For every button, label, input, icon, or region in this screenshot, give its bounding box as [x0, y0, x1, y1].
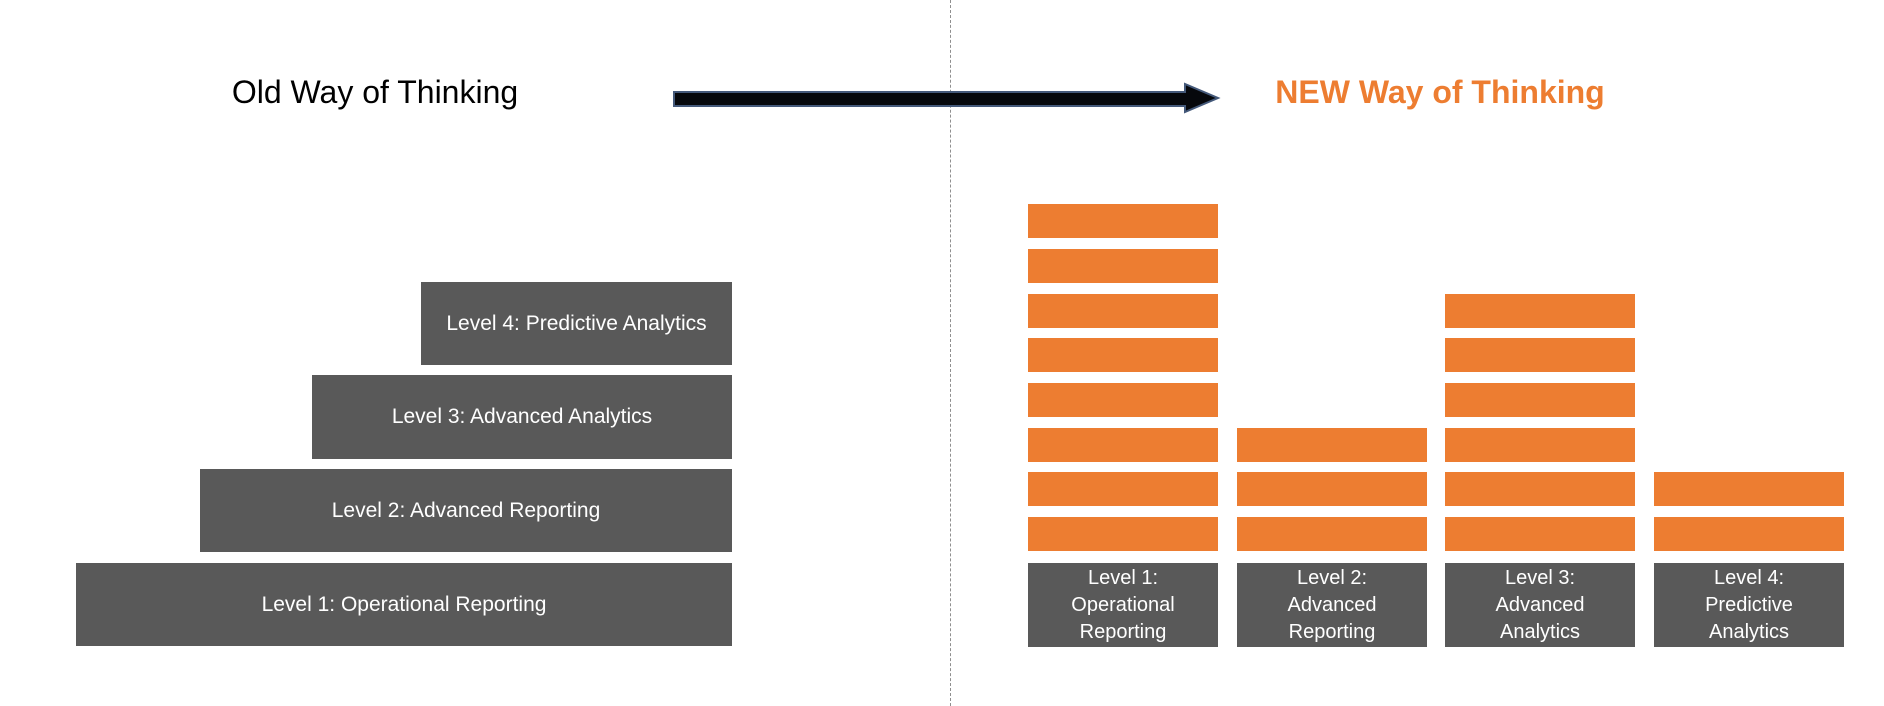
pyramid-bar-label: Level 1: Operational Reporting — [261, 592, 547, 616]
column-label-level-3: Level 3: Advanced Analytics — [1445, 563, 1635, 647]
orange-bar — [1028, 204, 1218, 238]
orange-bar — [1028, 338, 1218, 372]
orange-bar — [1445, 517, 1635, 551]
pyramid-bar-label: Level 3: Advanced Analytics — [391, 405, 653, 428]
column-label-level-1: Level 1: Operational Reporting — [1028, 563, 1218, 647]
orange-bar — [1028, 294, 1218, 328]
orange-bar — [1237, 472, 1427, 506]
label-line: Level 1: — [1087, 566, 1159, 589]
label-line: Reporting — [1288, 620, 1376, 643]
bar-stack-level-4 — [1654, 204, 1844, 551]
orange-bar — [1028, 472, 1218, 506]
bar-stack-level-1 — [1028, 204, 1218, 551]
pyramid-bar-label: Level 2: Advanced Reporting — [331, 498, 601, 522]
pyramid-bar-level-4: Level 4: Predictive Analytics — [421, 282, 732, 365]
label-line: Analytics — [1499, 620, 1581, 643]
label-line: Operational — [1071, 593, 1175, 616]
old-way-title: Old Way of Thinking — [231, 74, 519, 110]
label-line: Reporting — [1079, 620, 1167, 643]
pyramid-bar-level-3: Level 3: Advanced Analytics — [312, 375, 732, 459]
bar-stack-level-2 — [1237, 204, 1427, 551]
orange-bar — [1654, 472, 1844, 506]
new-way-title: NEW Way of Thinking — [1275, 74, 1605, 110]
orange-bar — [1028, 517, 1218, 551]
pyramid-bar-level-1: Level 1: Operational Reporting — [76, 563, 732, 646]
label-line: Analytics — [1708, 620, 1790, 643]
orange-bar — [1028, 383, 1218, 417]
orange-bar — [1445, 383, 1635, 417]
label-line: Level 4: — [1713, 566, 1785, 589]
label-line: Level 3: — [1504, 566, 1576, 589]
pyramid-bar-level-2: Level 2: Advanced Reporting — [200, 469, 732, 552]
orange-bar — [1445, 428, 1635, 462]
orange-bar — [1445, 472, 1635, 506]
orange-bar — [1445, 338, 1635, 372]
orange-bar — [1654, 517, 1844, 551]
orange-bar — [1028, 249, 1218, 283]
pyramid-bar-label: Level 4: Predictive Analytics — [446, 311, 707, 335]
center-divider-line — [950, 0, 951, 706]
label-line: Advanced — [1495, 593, 1585, 616]
transition-arrow-icon — [673, 82, 1221, 114]
orange-bar — [1028, 428, 1218, 462]
column-label-level-4: Level 4: Predictive Analytics — [1654, 563, 1844, 647]
orange-bar — [1237, 517, 1427, 551]
label-line: Predictive — [1705, 593, 1793, 616]
label-line: Level 2: — [1296, 566, 1368, 589]
label-line: Advanced — [1287, 593, 1377, 616]
orange-bar — [1445, 294, 1635, 328]
column-label-level-2: Level 2: Advanced Reporting — [1237, 563, 1427, 647]
bar-stack-level-3 — [1445, 204, 1635, 551]
orange-bar — [1237, 428, 1427, 462]
